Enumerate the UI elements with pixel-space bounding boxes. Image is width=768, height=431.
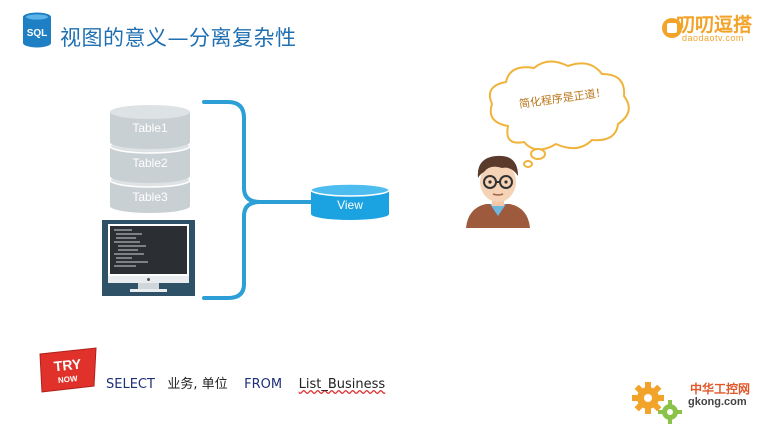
brand-name: 叨叨逗搭: [676, 14, 753, 36]
table1-cylinder: [110, 105, 190, 149]
page-title: 视图的意义—分离复杂性: [60, 26, 297, 50]
thought-cloud: [488, 60, 630, 168]
sql-table-name: List_Business: [298, 377, 386, 392]
sql-database-icon: SQL: [23, 12, 51, 48]
developer-avatar: [466, 155, 530, 228]
code-monitor-image: [102, 220, 195, 296]
view-cylinder: [310, 183, 390, 220]
gear-logo-icon: [632, 382, 682, 424]
grouping-brace: [202, 100, 314, 300]
try-now-badge[interactable]: TRY NOW: [36, 346, 100, 396]
table2-label: Table2: [132, 156, 168, 170]
table1-label: Table1: [132, 121, 168, 135]
sql-statement: SELECT 业务, 单位 FROM List_Business: [106, 373, 385, 392]
table3-label: Table3: [132, 190, 168, 204]
watermark-url: gkong.com: [688, 396, 747, 408]
brand-url: daodaotv.com: [682, 33, 744, 43]
sql-icon-label: SQL: [27, 28, 48, 39]
sql-columns: 业务, 单位: [167, 377, 228, 392]
now-label: NOW: [58, 374, 79, 385]
tables-stack: [109, 105, 191, 213]
brand-logo-icon: [662, 18, 682, 38]
try-label: TRY: [53, 356, 83, 375]
sql-from-keyword: FROM: [244, 377, 283, 392]
sql-select-keyword: SELECT: [106, 377, 155, 392]
view-label: View: [337, 198, 363, 212]
watermark-name: 中华工控网: [690, 382, 751, 396]
